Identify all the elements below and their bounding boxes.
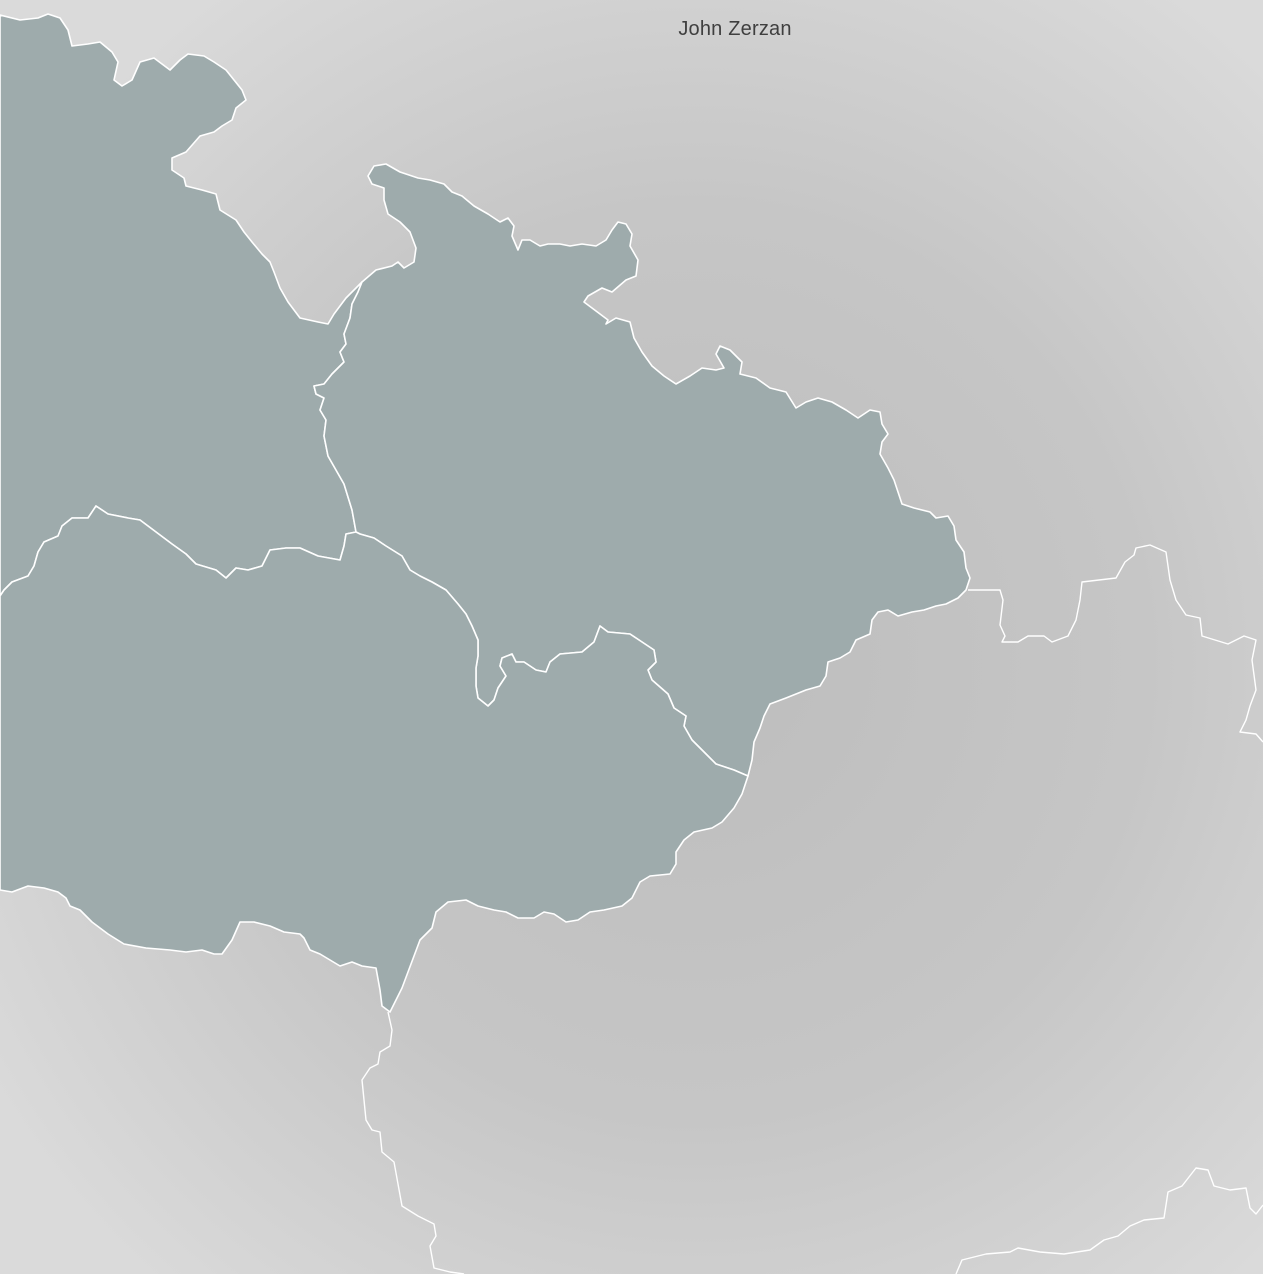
highlighted-regions bbox=[0, 13, 971, 1013]
neighbor-border-south bbox=[361, 1011, 465, 1274]
neighbor-border-southeast bbox=[955, 1167, 1263, 1274]
region-south bbox=[0, 505, 749, 1013]
neighbor-borders bbox=[361, 544, 1263, 1274]
neighbor-border-east bbox=[968, 544, 1263, 743]
